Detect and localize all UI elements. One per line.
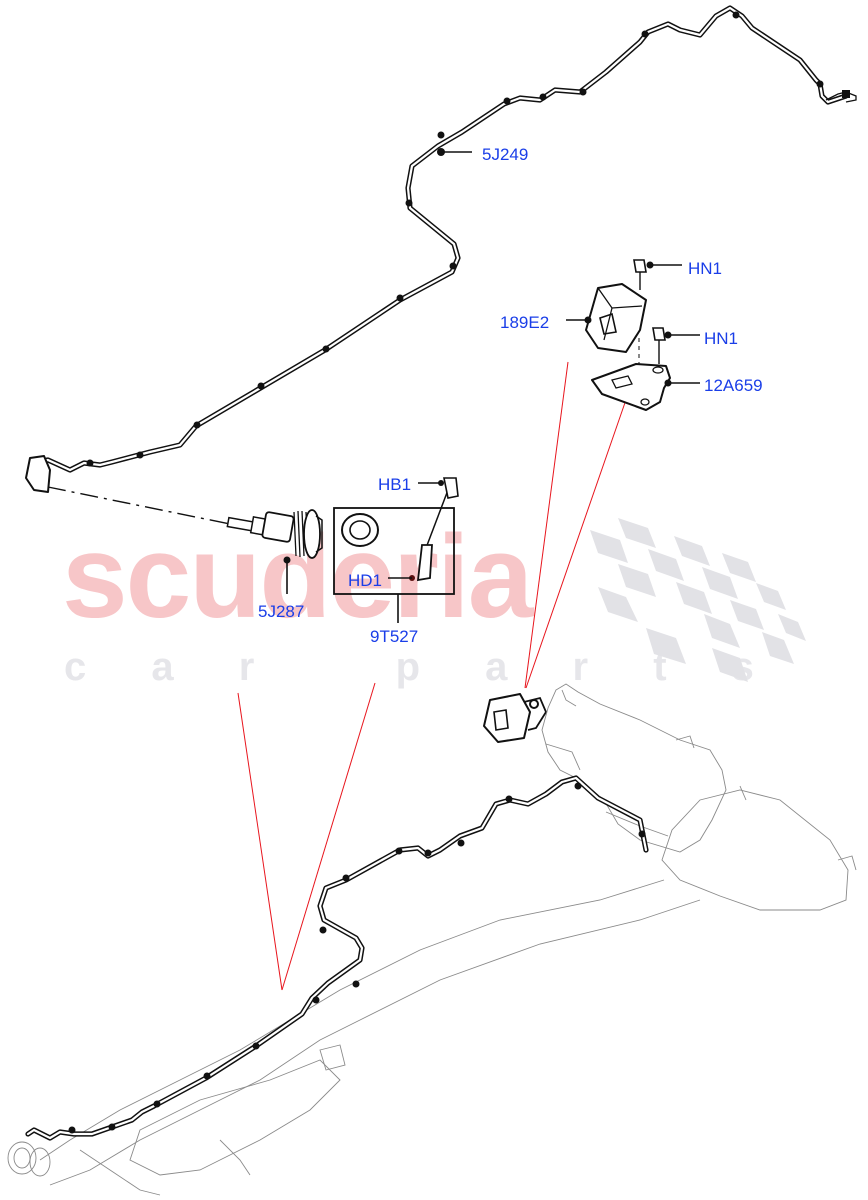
connector-end-left [25,455,51,493]
callout-5J249[interactable]: 5J249 [437,145,528,164]
callout-label: 5J287 [258,602,304,621]
callout-label: HB1 [378,475,411,494]
seal-ring [341,513,379,547]
callout-HN1-upper[interactable]: HN1 [646,259,723,278]
connector-end-right [825,90,857,103]
callout-12A659[interactable]: 12A659 [664,376,763,395]
nut-lower[interactable] [652,327,666,364]
callout-9T527[interactable]: 9T527 [370,594,418,646]
reference-lines [237,361,629,991]
callout-HN1-lower[interactable]: HN1 [664,329,739,348]
pipe-assembly-lower[interactable] [25,775,649,1141]
callout-5J287[interactable]: 5J287 [258,556,304,622]
pipe-assembly-upper[interactable] [25,5,857,493]
callout-189E2[interactable]: 189E2 [500,313,592,332]
watermark: scuderia c a r p a r t s [62,511,806,689]
assembly-line [47,486,231,525]
nut-upper[interactable] [633,259,647,290]
module-installed [483,693,548,743]
callout-label: HN1 [688,259,722,278]
callout-label: 189E2 [500,313,549,332]
clip-part [416,544,433,582]
module-189E2[interactable] [585,283,647,353]
callout-label: 12A659 [704,376,763,395]
callout-label: HN1 [704,329,738,348]
callout-label: 9T527 [370,627,418,646]
bolt-head [443,477,459,499]
callout-label: 5J249 [482,145,528,164]
mounting-bracket-12A659[interactable] [591,363,671,411]
pipe-clips-lower [68,782,646,1134]
checkered-flag-icon [590,518,806,682]
callout-label: HD1 [348,571,382,590]
repair-kit-box[interactable] [333,477,459,595]
pipe-clips [86,11,824,467]
callout-HB1[interactable]: HB1 [378,475,444,494]
callout-HD1[interactable]: HD1 [348,571,415,590]
injector-connector[interactable] [226,509,323,559]
watermark-tagline: c a r p a r t s [64,645,781,689]
